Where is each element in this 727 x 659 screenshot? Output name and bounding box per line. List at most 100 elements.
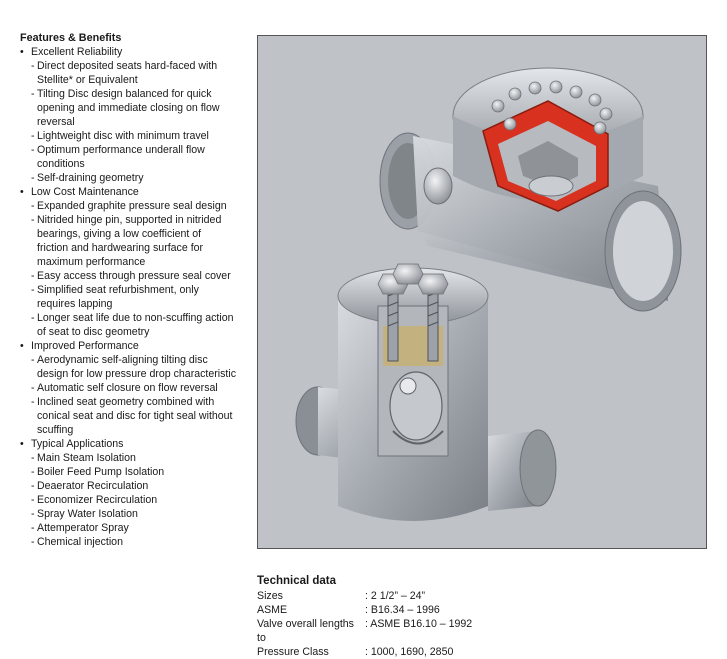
technical-data-key: Sizes: [257, 590, 283, 602]
feature-item-line: friction and hardwearing surface for: [37, 242, 204, 254]
feature-group: •Excellent Reliability: [20, 45, 245, 59]
feature-item-line: Chemical injection: [37, 536, 123, 548]
dash-icon: -: [31, 144, 35, 156]
feature-item: -Inclined seat geometry combined with con…: [20, 395, 245, 437]
feature-item-line: Simplified seat refurbishment, only: [37, 284, 199, 296]
feature-item: -Longer seat life due to non-scuffing ac…: [20, 311, 245, 339]
bullet-icon: •: [20, 438, 24, 450]
feature-item-text: Nitrided hinge pin, supported in nitride…: [37, 213, 245, 269]
feature-item-line: Self-draining geometry: [37, 172, 144, 184]
technical-data-value: : 2 1/2” – 24”: [365, 590, 426, 602]
dash-icon: -: [31, 270, 35, 282]
feature-item-line: Boiler Feed Pump Isolation: [37, 466, 165, 478]
feature-item-line: maximum performance: [37, 256, 146, 268]
feature-item-line: bearings, giving a low coefficient of: [37, 228, 202, 240]
feature-item: -Economizer Recirculation: [20, 493, 245, 507]
feature-item: -Attemperator Spray: [20, 521, 245, 535]
feature-item-text: Economizer Recirculation: [37, 493, 245, 507]
feature-item: -Chemical injection: [20, 535, 245, 549]
feature-group: • Low Cost Maintenance: [20, 185, 245, 199]
feature-item: -Lightweight disc with minimum travel: [20, 129, 245, 143]
feature-item-text: Lightweight disc with minimum travel: [37, 129, 245, 143]
technical-data-key: Valve overall lengths to: [257, 618, 354, 644]
dash-icon: -: [31, 480, 35, 492]
technical-data-title: Technical data: [257, 575, 337, 587]
feature-item-text: Inclined seat geometry combined with coni…: [37, 395, 245, 437]
feature-item-text: Simplified seat refurbishment, only requi…: [37, 283, 245, 311]
feature-item-line: conical seat and disc for tight seal wit…: [37, 410, 233, 422]
feature-item-line: Inclined seat geometry combined with: [37, 396, 215, 408]
feature-item: -Automatic self closure on flow reversal: [20, 381, 245, 395]
feature-item-line: Expanded graphite pressure seal design: [37, 200, 227, 212]
technical-data-row: Sizes : 2 1/2” – 24”: [257, 589, 472, 603]
feature-item-line: Direct deposited seats hard-faced with: [37, 60, 218, 72]
dash-icon: -: [31, 466, 35, 478]
technical-data-key: ASME: [257, 604, 288, 616]
feature-item-text: Deaerator Recirculation: [37, 479, 245, 493]
feature-item: -Spray Water Isolation: [20, 507, 245, 521]
technical-data-key: Pressure Class: [257, 646, 329, 658]
feature-item-text: Boiler Feed Pump Isolation: [37, 465, 245, 479]
technical-data-row: Valve overall lengths to : ASME B16.10 – …: [257, 617, 472, 645]
dash-icon: -: [31, 172, 35, 184]
technical-data-row: ASME : B16.34 – 1996: [257, 603, 472, 617]
dash-icon: -: [31, 60, 35, 72]
feature-item-text: Expanded graphite pressure seal design: [37, 199, 245, 213]
valve-cutaway-drawing: [258, 36, 706, 548]
dash-icon: -: [31, 354, 35, 366]
dash-icon: -: [31, 382, 35, 394]
feature-item: -Boiler Feed Pump Isolation: [20, 465, 245, 479]
feature-item: -Simplified seat refurbishment, only requ…: [20, 283, 245, 311]
feature-item-line: reversal: [37, 116, 75, 128]
feature-item-text: Main Steam Isolation: [37, 451, 245, 465]
feature-item-line: conditions: [37, 158, 85, 170]
feature-item-line: requires lapping: [37, 298, 113, 310]
feature-item-line: Attemperator Spray: [37, 522, 129, 534]
feature-item: -Main Steam Isolation: [20, 451, 245, 465]
bullet-icon: •: [20, 340, 24, 352]
feature-item-text: Chemical injection: [37, 535, 245, 549]
feature-item-text: Easy access through pressure seal cover: [37, 269, 245, 283]
feature-item-line: of seat to disc geometry: [37, 326, 150, 338]
feature-item-text: Spray Water Isolation: [37, 507, 245, 521]
features-list: •Excellent Reliability-Direct deposited …: [20, 45, 245, 549]
feature-item-line: Main Steam Isolation: [37, 452, 136, 464]
feature-item-line: Spray Water Isolation: [37, 508, 138, 520]
feature-item-text: Automatic self closure on flow reversal: [37, 381, 245, 395]
dash-icon: -: [31, 284, 35, 296]
upper-valve: [379, 67, 682, 312]
valve-illustration: [257, 35, 707, 549]
feature-group: •Improved Performance: [20, 339, 245, 353]
technical-data-value: : ASME B16.10 – 1992: [365, 618, 473, 630]
dash-icon: -: [31, 130, 35, 142]
dash-icon: -: [31, 396, 35, 408]
feature-item-line: Economizer Recirculation: [37, 494, 158, 506]
feature-item-line: Nitrided hinge pin, supported in nitride…: [37, 214, 222, 226]
feature-item-line: Stellite* or Equivalent: [37, 74, 138, 86]
feature-item: -Nitrided hinge pin, supported in nitrid…: [20, 213, 245, 269]
feature-group-label: Low Cost Maintenance: [31, 186, 139, 198]
feature-item: -Self-draining geometry: [20, 171, 245, 185]
technical-data-row: Pressure Class: 1000, 1690, 2850: [257, 645, 472, 659]
technical-data-section: Technical data Sizes : 2 1/2” – 24” ASME : …: [257, 574, 472, 659]
feature-item-line: Deaerator Recirculation: [37, 480, 149, 492]
dash-icon: -: [31, 214, 35, 226]
feature-group-label: Typical Applications: [31, 438, 124, 450]
lower-valve: [295, 263, 557, 521]
technical-data-value: : B16.34 – 1996: [365, 604, 440, 616]
feature-item-line: Automatic self closure on flow reversal: [37, 382, 218, 394]
feature-item-line: Lightweight disc with minimum travel: [37, 130, 209, 142]
feature-item-line: opening and immediate closing on flow: [37, 102, 220, 114]
feature-item-line: Easy access through pressure seal cover: [37, 270, 231, 282]
bullet-icon: •: [20, 186, 24, 198]
feature-item-text: Attemperator Spray: [37, 521, 245, 535]
